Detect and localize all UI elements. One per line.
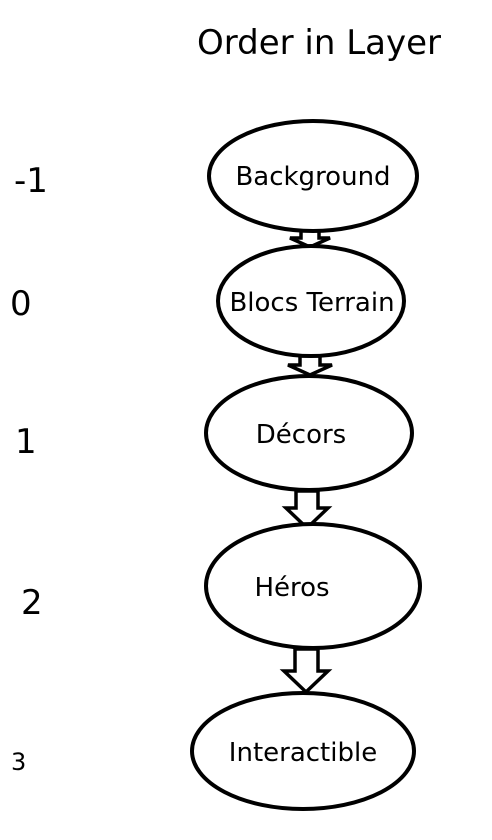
layer-node-decors: Décors — [204, 374, 414, 492]
arrow-decors-to-heros — [281, 489, 333, 531]
order-number-2: 2 — [21, 583, 43, 623]
layer-label-background: Background — [235, 162, 390, 192]
order-number-1: 1 — [15, 422, 37, 462]
order-number--1: -1 — [14, 161, 48, 201]
layer-label-interactible: Interactible — [229, 738, 377, 768]
layer-label-decors: Décors — [256, 420, 346, 450]
layer-node-blocs-terrain: Blocs Terrain — [216, 244, 406, 358]
order-number-3: 3 — [11, 748, 26, 776]
layer-node-interactible: Interactible — [190, 691, 416, 811]
arrow-heros-to-interactible — [279, 647, 333, 695]
layer-node-background: Background — [207, 119, 419, 233]
layer-node-heros: Héros — [204, 522, 422, 650]
layer-label-blocs-terrain: Blocs Terrain — [229, 288, 394, 318]
layer-label-heros: Héros — [254, 573, 329, 603]
order-number-0: 0 — [10, 284, 32, 324]
diagram-title: Order in Layer — [197, 23, 441, 63]
arrow-blocs-to-decors — [287, 354, 333, 377]
